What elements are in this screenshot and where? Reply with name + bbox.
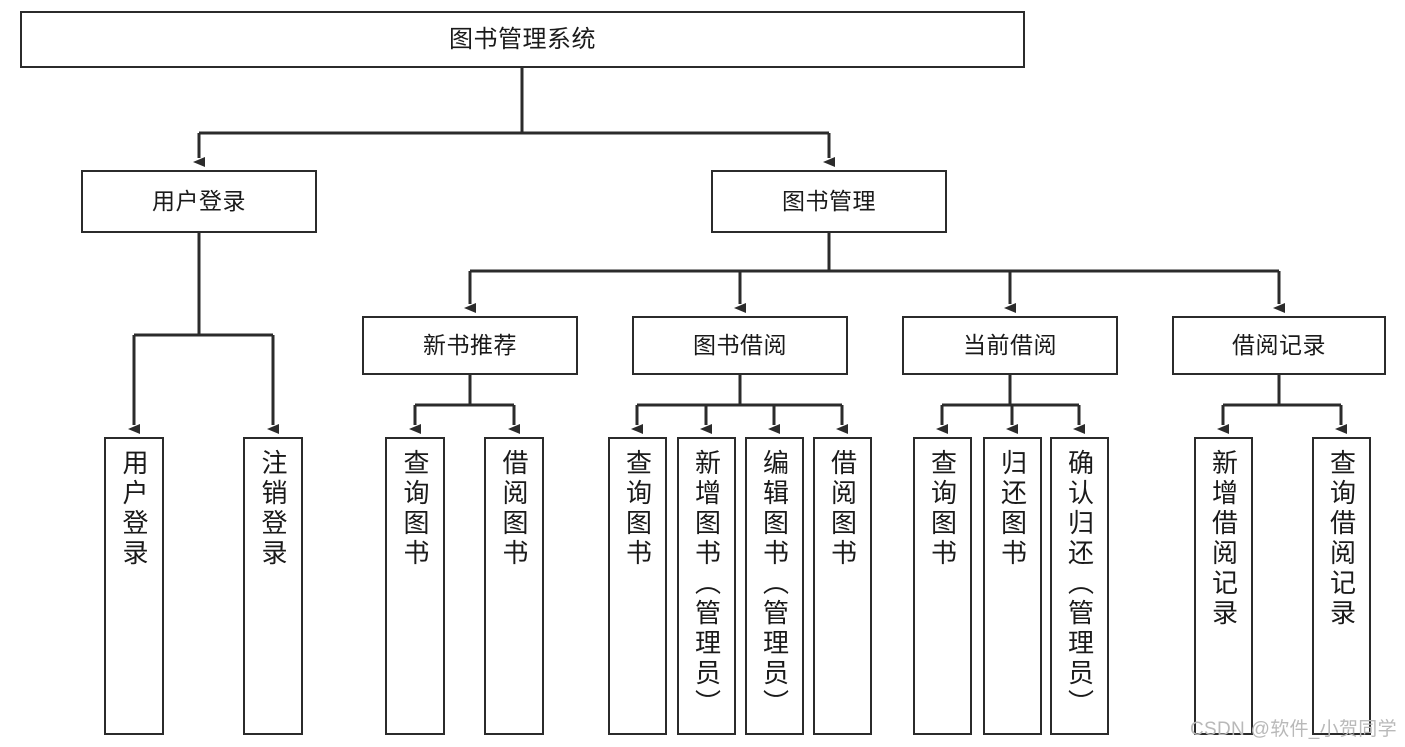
node-new-book-recommend-label: 新书推荐 bbox=[423, 332, 517, 359]
node-book-management[interactable]: 图书管理 bbox=[711, 170, 947, 233]
node-leaf-borrow-book-recommend-label: 借阅图书 bbox=[499, 449, 529, 569]
node-leaf-return-book[interactable]: 归还图书 bbox=[983, 437, 1042, 735]
node-current-borrow-label: 当前借阅 bbox=[963, 332, 1057, 359]
node-leaf-borrow-book[interactable]: 借阅图书 bbox=[813, 437, 872, 735]
node-title-label: 图书管理系统 bbox=[449, 25, 596, 53]
node-leaf-query-borrow-record-label: 查询借阅记录 bbox=[1326, 449, 1357, 629]
node-borrow-record[interactable]: 借阅记录 bbox=[1172, 316, 1386, 375]
node-book-borrow-label: 图书借阅 bbox=[693, 332, 787, 359]
node-leaf-query-book-borrow[interactable]: 查询图书 bbox=[608, 437, 667, 735]
node-title[interactable]: 图书管理系统 bbox=[20, 11, 1025, 68]
node-leaf-logout-login[interactable]: 注销登录 bbox=[243, 437, 303, 735]
node-leaf-add-borrow-record-label: 新增借阅记录 bbox=[1208, 449, 1239, 629]
node-leaf-query-book-current-label: 查询图书 bbox=[927, 449, 958, 569]
node-user-login[interactable]: 用户登录 bbox=[81, 170, 317, 233]
node-leaf-query-book-recommend[interactable]: 查询图书 bbox=[385, 437, 445, 735]
node-book-borrow[interactable]: 图书借阅 bbox=[632, 316, 848, 375]
node-leaf-edit-book-admin-label: 编辑图书（管理员） bbox=[759, 449, 790, 719]
connectors bbox=[128, 68, 1347, 434]
node-leaf-return-book-label: 归还图书 bbox=[997, 449, 1028, 569]
node-leaf-add-book-admin[interactable]: 新增图书（管理员） bbox=[677, 437, 736, 735]
node-current-borrow[interactable]: 当前借阅 bbox=[902, 316, 1118, 375]
node-leaf-user-login[interactable]: 用户登录 bbox=[104, 437, 164, 735]
node-leaf-borrow-book-label: 借阅图书 bbox=[827, 449, 858, 569]
node-leaf-edit-book-admin[interactable]: 编辑图书（管理员） bbox=[745, 437, 804, 735]
node-user-login-label: 用户登录 bbox=[152, 188, 246, 215]
node-leaf-confirm-return-admin-label: 确认归还（管理员） bbox=[1064, 449, 1095, 719]
node-book-management-label: 图书管理 bbox=[782, 188, 876, 215]
node-leaf-query-borrow-record[interactable]: 查询借阅记录 bbox=[1312, 437, 1371, 735]
node-borrow-record-label: 借阅记录 bbox=[1232, 332, 1326, 359]
node-leaf-user-login-label: 用户登录 bbox=[119, 449, 149, 569]
node-new-book-recommend[interactable]: 新书推荐 bbox=[362, 316, 578, 375]
node-leaf-query-book-borrow-label: 查询图书 bbox=[622, 449, 653, 569]
node-leaf-query-book-current[interactable]: 查询图书 bbox=[913, 437, 972, 735]
node-leaf-logout-login-label: 注销登录 bbox=[258, 449, 288, 569]
node-leaf-borrow-book-recommend[interactable]: 借阅图书 bbox=[484, 437, 544, 735]
node-leaf-add-borrow-record[interactable]: 新增借阅记录 bbox=[1194, 437, 1253, 735]
node-leaf-query-book-recommend-label: 查询图书 bbox=[400, 449, 430, 569]
node-leaf-add-book-admin-label: 新增图书（管理员） bbox=[691, 449, 722, 719]
node-leaf-confirm-return-admin[interactable]: 确认归还（管理员） bbox=[1050, 437, 1109, 735]
